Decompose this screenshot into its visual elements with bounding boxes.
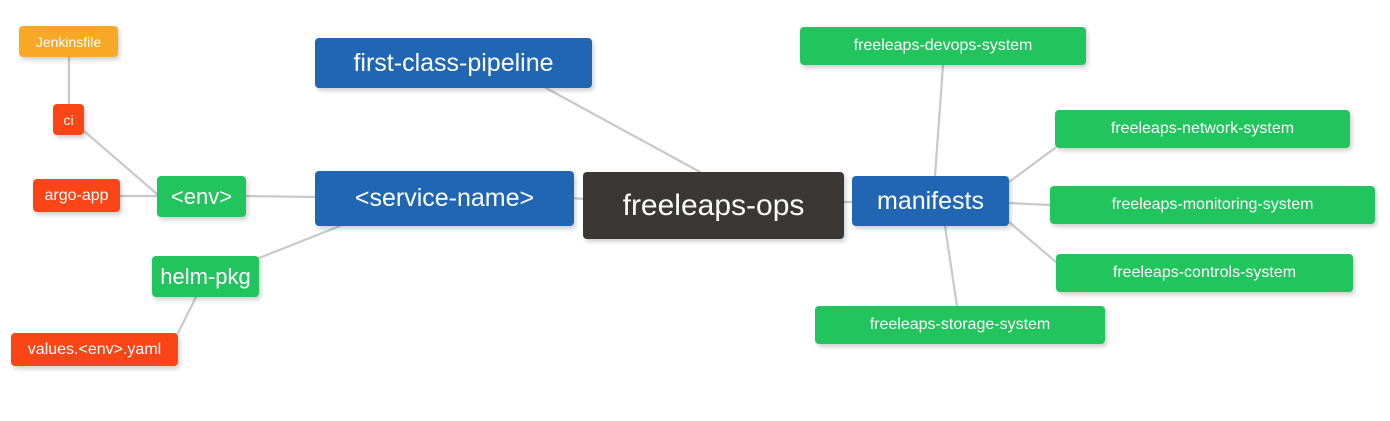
mindmap-node-service-name[interactable]: <service-name> xyxy=(315,171,574,226)
edge-env-to-service-name xyxy=(244,194,317,199)
node-label-freeleaps-devops-system: freeleaps-devops-system xyxy=(853,37,1033,54)
node-label-service-name: <service-name> xyxy=(354,184,535,212)
edge-manifests-to-freeleaps-controls-system xyxy=(1007,220,1058,264)
mindmap-node-argo-app[interactable]: argo-app xyxy=(33,179,120,212)
node-label-first-class-pipeline: first-class-pipeline xyxy=(353,48,554,77)
mindmap-node-values-env-yaml[interactable]: values.<env>.yaml xyxy=(11,333,178,366)
node-label-manifests: manifests xyxy=(877,186,984,215)
mindmap-node-env[interactable]: <env> xyxy=(157,176,246,217)
node-label-freeleaps-monitoring-system: freeleaps-monitoring-system xyxy=(1111,196,1314,213)
node-label-argo-app: argo-app xyxy=(44,186,109,204)
mindmap-node-freeleaps-network-system[interactable]: freeleaps-network-system xyxy=(1055,110,1350,148)
edge-values-env-yaml-to-helm-pkg xyxy=(176,295,198,335)
edge-helm-pkg-to-service-name xyxy=(257,224,342,260)
mindmap-node-manifests[interactable]: manifests xyxy=(852,176,1009,226)
node-label-freeleaps-network-system: freeleaps-network-system xyxy=(1110,120,1295,137)
node-label-freeleaps-ops: freeleaps-ops xyxy=(622,188,805,222)
edge-manifests-to-freeleaps-storage-system xyxy=(943,224,959,308)
mindmap-node-freeleaps-storage-system[interactable]: freeleaps-storage-system xyxy=(815,306,1105,344)
edge-manifests-to-freeleaps-devops-system xyxy=(933,63,945,178)
edge-manifests-to-freeleaps-monitoring-system xyxy=(1007,201,1052,207)
edge-manifests-to-freeleaps-network-system xyxy=(1007,146,1057,184)
mindmap-node-first-class-pipeline[interactable]: first-class-pipeline xyxy=(315,38,592,88)
node-label-values-env-yaml: values.<env>.yaml xyxy=(27,340,162,358)
node-label-jenkinsfile: Jenkinsfile xyxy=(35,33,102,50)
node-label-env: <env> xyxy=(170,183,233,209)
node-label-ci: ci xyxy=(63,111,74,128)
node-label-helm-pkg: helm-pkg xyxy=(160,263,251,289)
edge-service-name-to-freeleaps-ops xyxy=(572,196,585,201)
mindmap-node-freeleaps-controls-system[interactable]: freeleaps-controls-system xyxy=(1056,254,1353,292)
edge-first-class-pipeline-to-freeleaps-ops xyxy=(544,86,702,174)
mindmap-node-helm-pkg[interactable]: helm-pkg xyxy=(152,256,259,297)
mindmap-node-ci[interactable]: ci xyxy=(53,104,84,135)
node-label-freeleaps-controls-system: freeleaps-controls-system xyxy=(1112,264,1297,281)
mindmap-node-jenkinsfile[interactable]: Jenkinsfile xyxy=(19,26,118,57)
mindmap-node-freeleaps-ops[interactable]: freeleaps-ops xyxy=(583,172,844,239)
node-label-freeleaps-storage-system: freeleaps-storage-system xyxy=(869,316,1051,333)
mindmap-node-freeleaps-devops-system[interactable]: freeleaps-devops-system xyxy=(800,27,1086,65)
mindmap-node-freeleaps-monitoring-system[interactable]: freeleaps-monitoring-system xyxy=(1050,186,1375,224)
